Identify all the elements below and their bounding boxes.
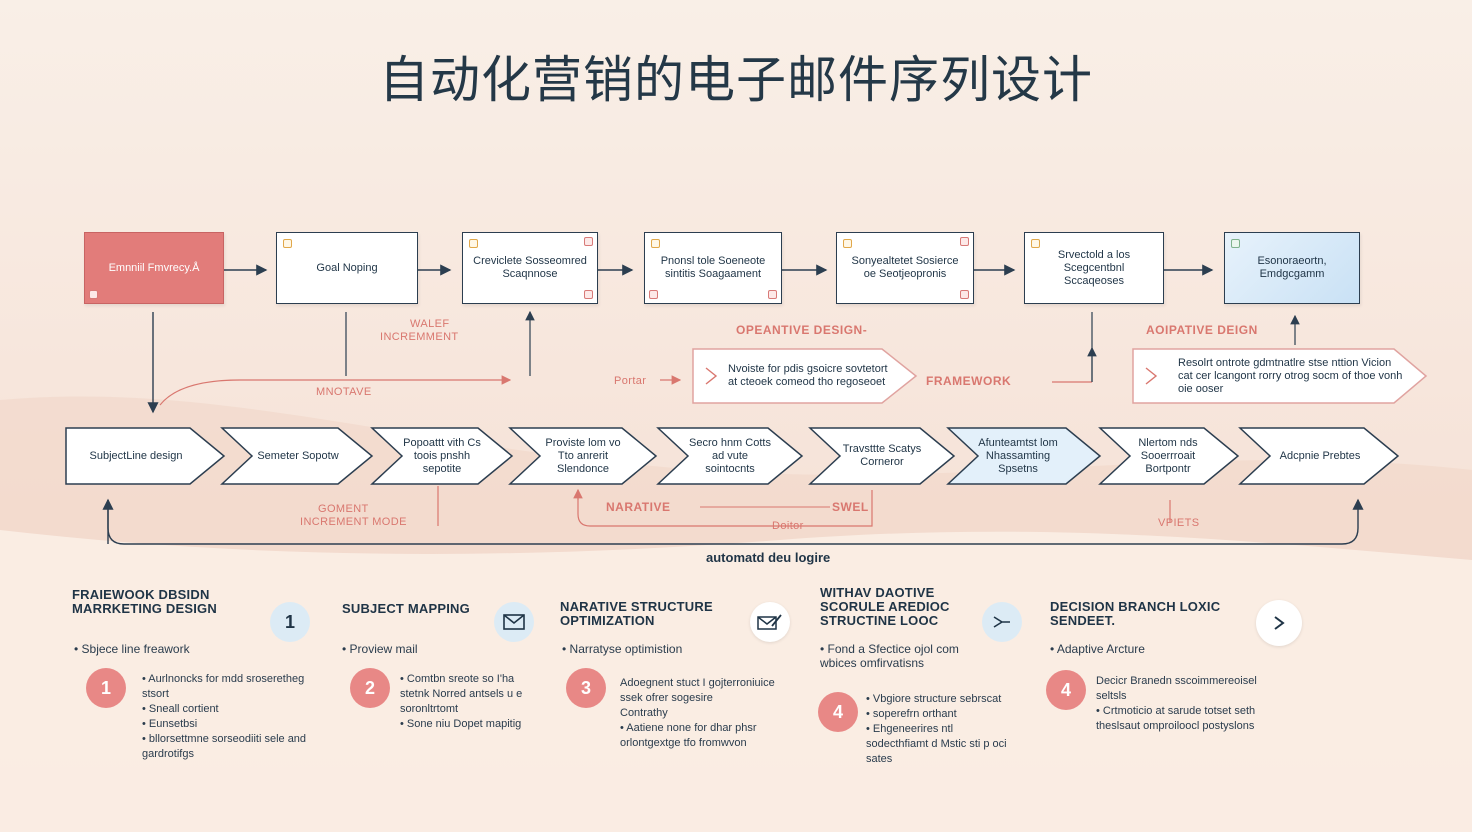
label-incremment: INCREMMENT — [380, 331, 459, 343]
section-bullets: • Aurlnoncks for mdd sroseretheg stsort … — [142, 672, 312, 762]
label-adaptive-design: AOIPATIVE DEIGN — [1146, 323, 1258, 337]
label-doitor: Doitor — [772, 520, 804, 532]
step-label: Sonyealtetet Sosierce oe Seotjeopronis — [851, 255, 959, 280]
step-number-badge: 1 — [86, 668, 126, 708]
section-subtitle: • Proview mail — [342, 642, 418, 656]
number-badge: 1 — [270, 602, 310, 642]
corner-icon — [1231, 239, 1240, 248]
step-goal-mapping: Goal Noping — [276, 232, 418, 304]
chevron-label: Semeter Sopotw — [257, 449, 339, 462]
bullet-item: • Vbgiore structure sebrscat — [866, 693, 1002, 705]
corner-icon — [89, 290, 98, 299]
corner-icon — [960, 237, 969, 246]
step-label: Pnonsl tole Soeneote sintitis Soagaament — [660, 255, 766, 280]
label-narative: NARATIVE — [606, 500, 671, 514]
callout-arrow-left — [692, 348, 918, 404]
step-number-badge: 3 — [566, 668, 606, 708]
callout-text: Nvoiste for pdis gsoicre sovtetort at ct… — [728, 363, 888, 388]
section-title: SUBJECT MAPPING — [342, 601, 470, 616]
chevron-label: Popoattt vith Cs toois pnshh sepotite — [403, 436, 481, 475]
page-title: 自动化营销的电子邮件序列设计 — [379, 51, 1093, 109]
step-email-frequency: Emnniil Fmvrecy.Å — [84, 232, 224, 304]
section-bullets: • Vbgiore structure sebrscat • soperefrn… — [866, 692, 1016, 767]
section-subtitle: • Fond a Sfectice ojol com wbices omfirv… — [820, 642, 959, 670]
label-vpiets: VPIETS — [1158, 517, 1200, 529]
chevron-right-icon[interactable] — [1256, 600, 1302, 646]
chevron-label: SubjectLine design — [89, 449, 183, 462]
corner-icon — [843, 239, 852, 248]
label-framework: FRAMEWORK — [926, 374, 1012, 388]
section-bullets: Adoegnent stuct I gojterroniuice ssek of… — [620, 676, 780, 751]
bullet-item: Adoegnent stuct I gojterroniuice ssek of… — [620, 677, 775, 704]
step-number-badge: 2 — [350, 668, 390, 708]
chevron-label: Secro hnm Cotts ad vute sointocnts — [689, 436, 771, 475]
corner-icon — [584, 237, 593, 246]
step-label: Creviclete Sosseomred Scaqnnose — [473, 255, 587, 280]
section-title: FRAIEWOOK DBSIDN MARRKETING DESIGN — [72, 587, 217, 616]
corner-icon — [651, 239, 660, 248]
bullet-item: • soperefrn orthant — [866, 708, 957, 720]
step-create-sequence: Creviclete Sosseomred Scaqnnose — [462, 232, 598, 304]
label-increment-mode: INCREMENT MODE — [300, 516, 407, 528]
label-mnotave: MNOTAVE — [316, 386, 372, 398]
bullet-item: • Aurlnoncks for mdd sroseretheg stsort — [142, 673, 305, 700]
bullet-item: • Crtmoticio at sarude totset seth thesl… — [1096, 705, 1256, 732]
callout-arrow-right — [1132, 348, 1428, 404]
section-bullets: Decicr Branedn sscoimmereoisel seltsls •… — [1096, 674, 1266, 734]
step-personalize: Pnonsl tole Soeneote sintitis Soagaament — [644, 232, 782, 304]
section-title: WITHAV DAOTIVE SCORULE AREDIOC STRUCTINE… — [820, 585, 950, 628]
step-number-badge: 4 — [1046, 670, 1086, 710]
section-subtitle: • Adaptive Arcture — [1050, 642, 1145, 656]
label-swel: SWEL — [832, 500, 869, 514]
bullet-item: • bllorsettmne sorseodiiti sele and gard… — [142, 733, 307, 760]
envelope-icon — [494, 602, 534, 642]
label-opeantive-design: OPEANTIVE DESIGN- — [736, 323, 868, 337]
loop-label: automatd deu logire — [706, 550, 831, 565]
bullet-item: Decicr Branedn sscoimmereoisel seltsls — [1096, 675, 1257, 702]
bullet-item: • Sone niu Dopet mapitig — [400, 718, 522, 730]
bullet-item: • Eunsetbsi — [142, 718, 198, 730]
chevron-label: Adcpnie Prebtes — [1279, 449, 1361, 462]
step-label: Goal Noping — [316, 261, 378, 274]
bullet-item: • Ehgeneerires ntl sodecthfiamt d Mstic … — [866, 723, 1007, 765]
bullet-item: • Aatiene none for dhar phsr orlontgextg… — [620, 722, 757, 749]
corner-icon — [649, 290, 658, 299]
label-valef: WALEF — [410, 318, 450, 330]
section-subtitle: • Narratyse optimistion — [562, 642, 683, 656]
chevron-label: Proviste lom vo Tto anrerit Slendonce — [545, 436, 621, 475]
bullet-item: • Sneall cortient — [142, 703, 219, 715]
step-label: Emnniil Fmvrecy.Å — [108, 261, 200, 274]
chevron-label: Afunteamtst lom Nhassamting Spsetns — [978, 436, 1058, 475]
callout-text: Resolrt ontrote gdmtnatlre stse nttion V… — [1178, 356, 1403, 395]
corner-icon — [768, 290, 777, 299]
chevron-label: Nlertom nds Sooerrroait Bortpontr — [1138, 436, 1198, 475]
corner-icon — [960, 290, 969, 299]
corner-icon — [469, 239, 478, 248]
section-bullets: • Comtbn sreote so I'ha stetnk Norred an… — [400, 672, 540, 732]
section-subtitle: • Sbjece line freawork — [74, 642, 190, 656]
chevron-label: Travsttte Scatys Corneror — [842, 443, 922, 468]
corner-icon — [283, 239, 292, 248]
step-label: Esonoraeortn, Emdgcgamm — [1257, 255, 1327, 280]
step-structure: Srvectold a los Scegcentbnl Sccaqeoses — [1024, 232, 1164, 304]
section-title: DECISION BRANCH LOXIC SENDEET. — [1050, 599, 1221, 628]
label-goment: GOMENT — [318, 503, 369, 515]
step-engagement: Esonoraeortn, Emdgcgamm — [1224, 232, 1360, 304]
bullet-item: Contrathy — [620, 707, 668, 719]
step-label: Srvectold a los Scegcentbnl Sccaqeoses — [1057, 248, 1131, 287]
section-title: NARATIVE STRUCTURE OPTIMIZATION — [560, 599, 713, 628]
step-segment: Sonyealtetet Sosierce oe Seotjeopronis — [836, 232, 974, 304]
step-number-badge: 4 — [818, 692, 858, 732]
corner-icon — [1031, 239, 1040, 248]
corner-icon — [584, 290, 593, 299]
edit-envelope-icon — [750, 602, 790, 642]
bullet-item: • Comtbn sreote so I'ha stetnk Norred an… — [400, 673, 523, 715]
split-arrow-icon — [982, 602, 1022, 642]
label-portar: Portar — [614, 375, 647, 387]
